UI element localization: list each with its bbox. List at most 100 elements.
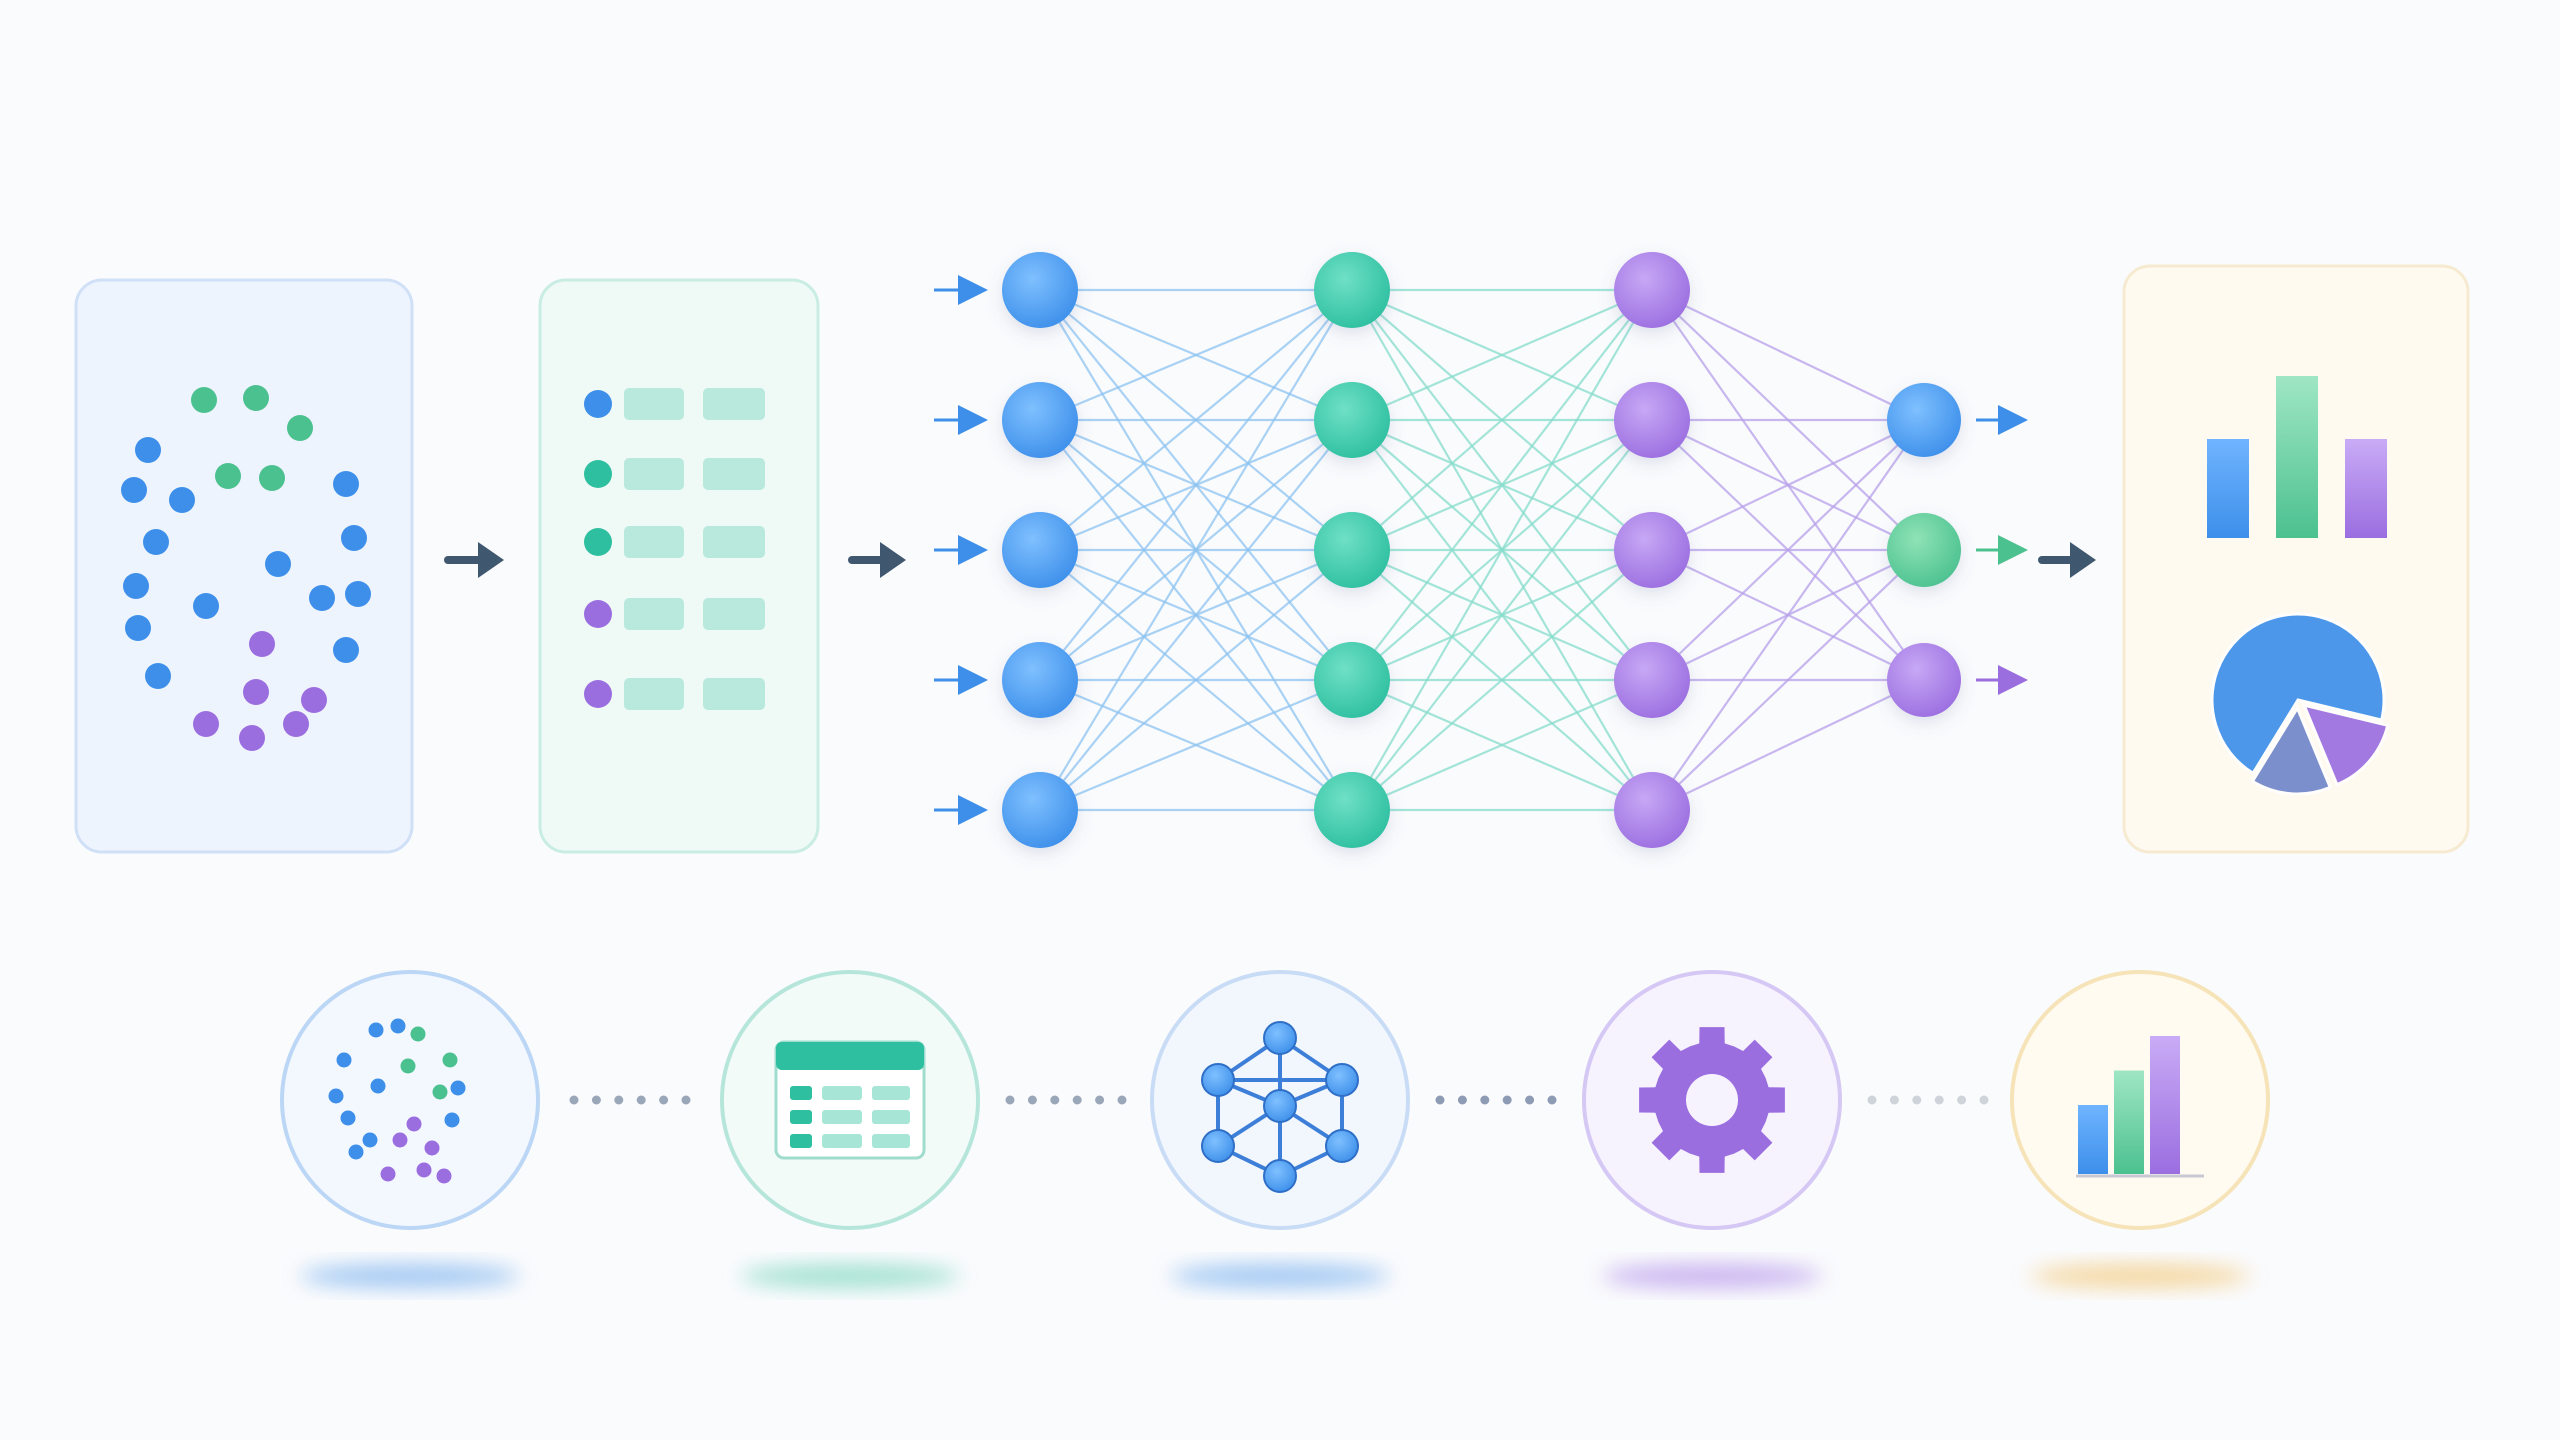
neuron [1002,252,1078,328]
data-point [193,711,219,737]
data-point [432,1084,448,1100]
connection [1039,678,1353,812]
connector-dot [1979,1095,1989,1105]
network-input-arrows [934,275,988,825]
connector-dot [1095,1095,1105,1105]
neural-network-stage [1150,970,1410,1288]
connector-dot [1050,1095,1060,1105]
raw-data-stage [280,970,540,1288]
results-panel [2122,264,2470,854]
row-marker [584,460,612,488]
connector-dot [1117,1095,1127,1105]
data-point [121,477,147,503]
table-cell [872,1110,910,1124]
data-point [243,385,269,411]
data-point [193,593,219,619]
data-point [309,585,335,611]
table-icon [774,1040,926,1160]
table-row [584,678,765,710]
chart-bar [2150,1036,2180,1174]
row-marker [584,600,612,628]
data-point [143,529,169,555]
data-point [283,711,309,737]
connector-dot [636,1095,646,1105]
glow-shadow [1170,1264,1390,1288]
result-bar [2276,376,2318,538]
raw-data-points [121,385,371,751]
dotted-connector [1867,1095,1989,1105]
connector-dot [1502,1095,1512,1105]
data-point [259,465,285,491]
table-cell [703,678,765,710]
table-row [584,458,765,490]
connection [1039,419,1353,811]
connector-dot [1027,1095,1037,1105]
network-node [1263,1159,1297,1193]
neuron [1314,252,1390,328]
connector-dot [591,1095,601,1105]
network-node [1325,1063,1359,1097]
network-node [1263,1021,1297,1055]
table-cell [624,526,684,558]
glow-shadow [1602,1264,1822,1288]
data-point [345,581,371,607]
scatter-dots-icon [328,1018,466,1184]
connector-dot [1957,1095,1967,1105]
neuron [1614,512,1690,588]
data-point [341,525,367,551]
flow-arrow-1 [444,542,504,578]
connection [1351,289,1653,681]
glow-shadow [300,1264,520,1288]
connector-dot [1912,1095,1922,1105]
network-connections [1039,288,1925,812]
result-bar [2345,439,2387,538]
connector-dot [1889,1095,1899,1105]
data-point [410,1026,426,1042]
neuron [1314,772,1390,848]
neuron [1002,382,1078,458]
network-output-arrows [1976,405,2028,695]
data-point [424,1140,440,1156]
result-bar [2207,439,2249,538]
connection [1651,419,1925,681]
results-stage [2010,970,2270,1288]
data-point [336,1052,352,1068]
connection [1039,549,1353,811]
data-point [348,1144,364,1160]
table-cell [872,1086,910,1100]
glow-shadow [2030,1264,2250,1288]
data-point [135,437,161,463]
data-point [442,1052,458,1068]
connection [1351,419,1653,811]
connection [1039,289,1353,811]
neuron [1314,512,1390,588]
table-cell [872,1134,910,1148]
neuron [1002,642,1078,718]
output-neuron [1887,643,1961,717]
data-point [145,663,171,689]
connector-dot [569,1095,579,1105]
neuron [1614,772,1690,848]
structured-data-rows [584,388,765,710]
connection [1651,419,1925,811]
data-point [390,1018,406,1034]
output-neuron [1887,513,1961,587]
icon-circle [280,970,540,1230]
data-point [265,551,291,577]
data-point [450,1080,466,1096]
pie-slice [2250,704,2333,796]
dotted-connector [1005,1095,1127,1105]
stage-icon-row [280,970,2270,1288]
data-point [333,637,359,663]
glow-shadow [740,1264,960,1288]
table-cell [624,388,684,420]
connector-dot [1934,1095,1944,1105]
neuron [1614,252,1690,328]
data-point [362,1132,378,1148]
data-point [191,387,217,413]
table-cell [703,526,765,558]
pie-slice [2301,703,2390,787]
data-point [125,615,151,641]
connector-dot [659,1095,669,1105]
